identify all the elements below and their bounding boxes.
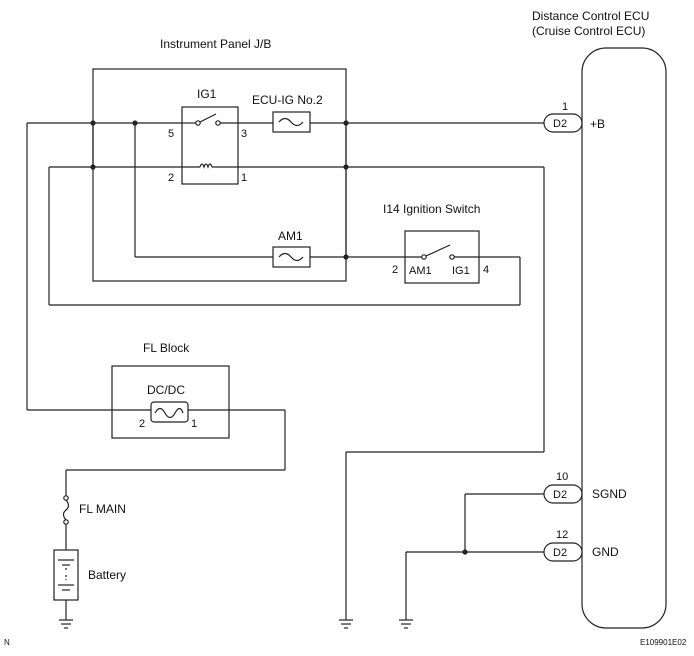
ignition-switch-pin-4: 4 — [483, 264, 489, 276]
ignition-switch-ig1-label: IG1 — [452, 265, 470, 277]
ground-symbol-gnd — [399, 619, 413, 629]
jb-title: Instrument Panel J/B — [160, 37, 271, 51]
ig1-relay-pin-1: 1 — [241, 172, 247, 184]
ground-symbol-body — [339, 619, 353, 629]
ig1-relay-label: IG1 — [197, 87, 217, 101]
ig1-relay-pin-5: 5 — [168, 128, 174, 140]
ig1-relay-pin-2: 2 — [168, 172, 174, 184]
connector-code-plusb: D2 — [553, 118, 567, 130]
dcdc-pin-1: 1 — [191, 418, 197, 430]
ground-symbol-battery — [59, 619, 73, 629]
terminal-sgnd: SGND — [592, 487, 627, 501]
fl-main-label: FL MAIN — [79, 502, 126, 516]
figure-id: E109901E02 — [640, 638, 687, 647]
corner-label-n: N — [4, 638, 10, 647]
dcdc-fuse-label: DC/DC — [147, 383, 185, 397]
ecuig-fuse-label: ECU-IG No.2 — [252, 93, 323, 107]
connector-pin-10: 10 — [556, 471, 568, 483]
connector-code-sgnd: D2 — [553, 489, 567, 501]
am1-fuse-label: AM1 — [278, 229, 303, 243]
connector-pin-12: 12 — [556, 529, 568, 541]
ecu-title-line-2: (Cruise Control ECU) — [532, 24, 645, 38]
dcdc-fuse — [150, 401, 189, 423]
ecu-box — [581, 47, 667, 629]
ig1-relay-pin-3: 3 — [241, 128, 247, 140]
ignition-switch-title: I14 Ignition Switch — [383, 202, 480, 216]
ignition-switch-am1-label: AM1 — [409, 265, 432, 277]
terminal-plusb: +B — [590, 117, 605, 131]
connector-d2-plusb — [543, 113, 583, 133]
ecuig-fuse — [272, 111, 311, 133]
dcdc-pin-2: 2 — [139, 418, 145, 430]
connector-code-gnd: D2 — [553, 547, 567, 559]
terminal-gnd: GND — [592, 545, 619, 559]
ignition-switch-pin-2: 2 — [392, 264, 398, 276]
ig1-relay-box — [181, 106, 239, 185]
battery-label: Battery — [88, 568, 126, 582]
ecu-title-line-1: Distance Control ECU — [532, 9, 649, 23]
connector-pin-1: 1 — [562, 101, 568, 113]
fl-block-title: FL Block — [143, 341, 190, 355]
fl-block-box — [111, 365, 230, 439]
